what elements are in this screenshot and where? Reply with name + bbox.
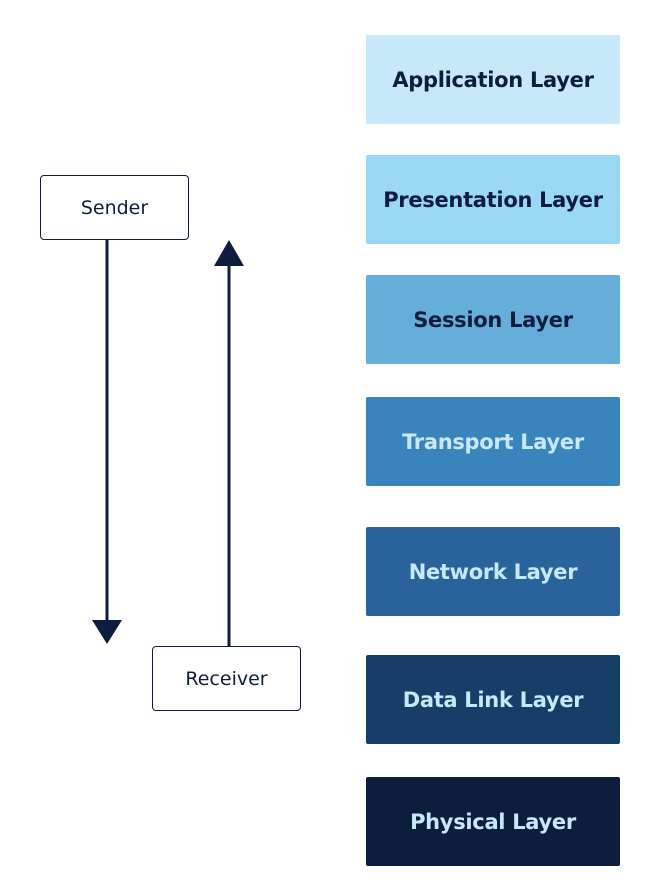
transport-layer-label: Transport Layer — [402, 429, 584, 454]
receiver-up-arrowhead-icon — [214, 240, 244, 266]
physical-layer-box: Physical Layer — [366, 777, 620, 866]
data-link-layer-box: Data Link Layer — [366, 655, 620, 744]
presentation-layer-label: Presentation Layer — [383, 187, 603, 212]
session-layer-box: Session Layer — [366, 275, 620, 364]
sender-down-arrowhead-icon — [92, 620, 122, 644]
transport-layer-box: Transport Layer — [366, 397, 620, 486]
network-layer-box: Network Layer — [366, 527, 620, 616]
data-link-layer-label: Data Link Layer — [402, 687, 584, 712]
application-layer-box: Application Layer — [366, 35, 620, 124]
receiver-label: Receiver — [185, 667, 268, 690]
sender-box: Sender — [40, 175, 189, 240]
session-layer-label: Session Layer — [413, 307, 573, 332]
network-layer-label: Network Layer — [408, 559, 578, 584]
presentation-layer-box: Presentation Layer — [366, 155, 620, 244]
application-layer-label: Application Layer — [392, 67, 594, 92]
sender-label: Sender — [80, 196, 149, 219]
physical-layer-label: Physical Layer — [410, 809, 576, 834]
receiver-box: Receiver — [152, 646, 301, 711]
